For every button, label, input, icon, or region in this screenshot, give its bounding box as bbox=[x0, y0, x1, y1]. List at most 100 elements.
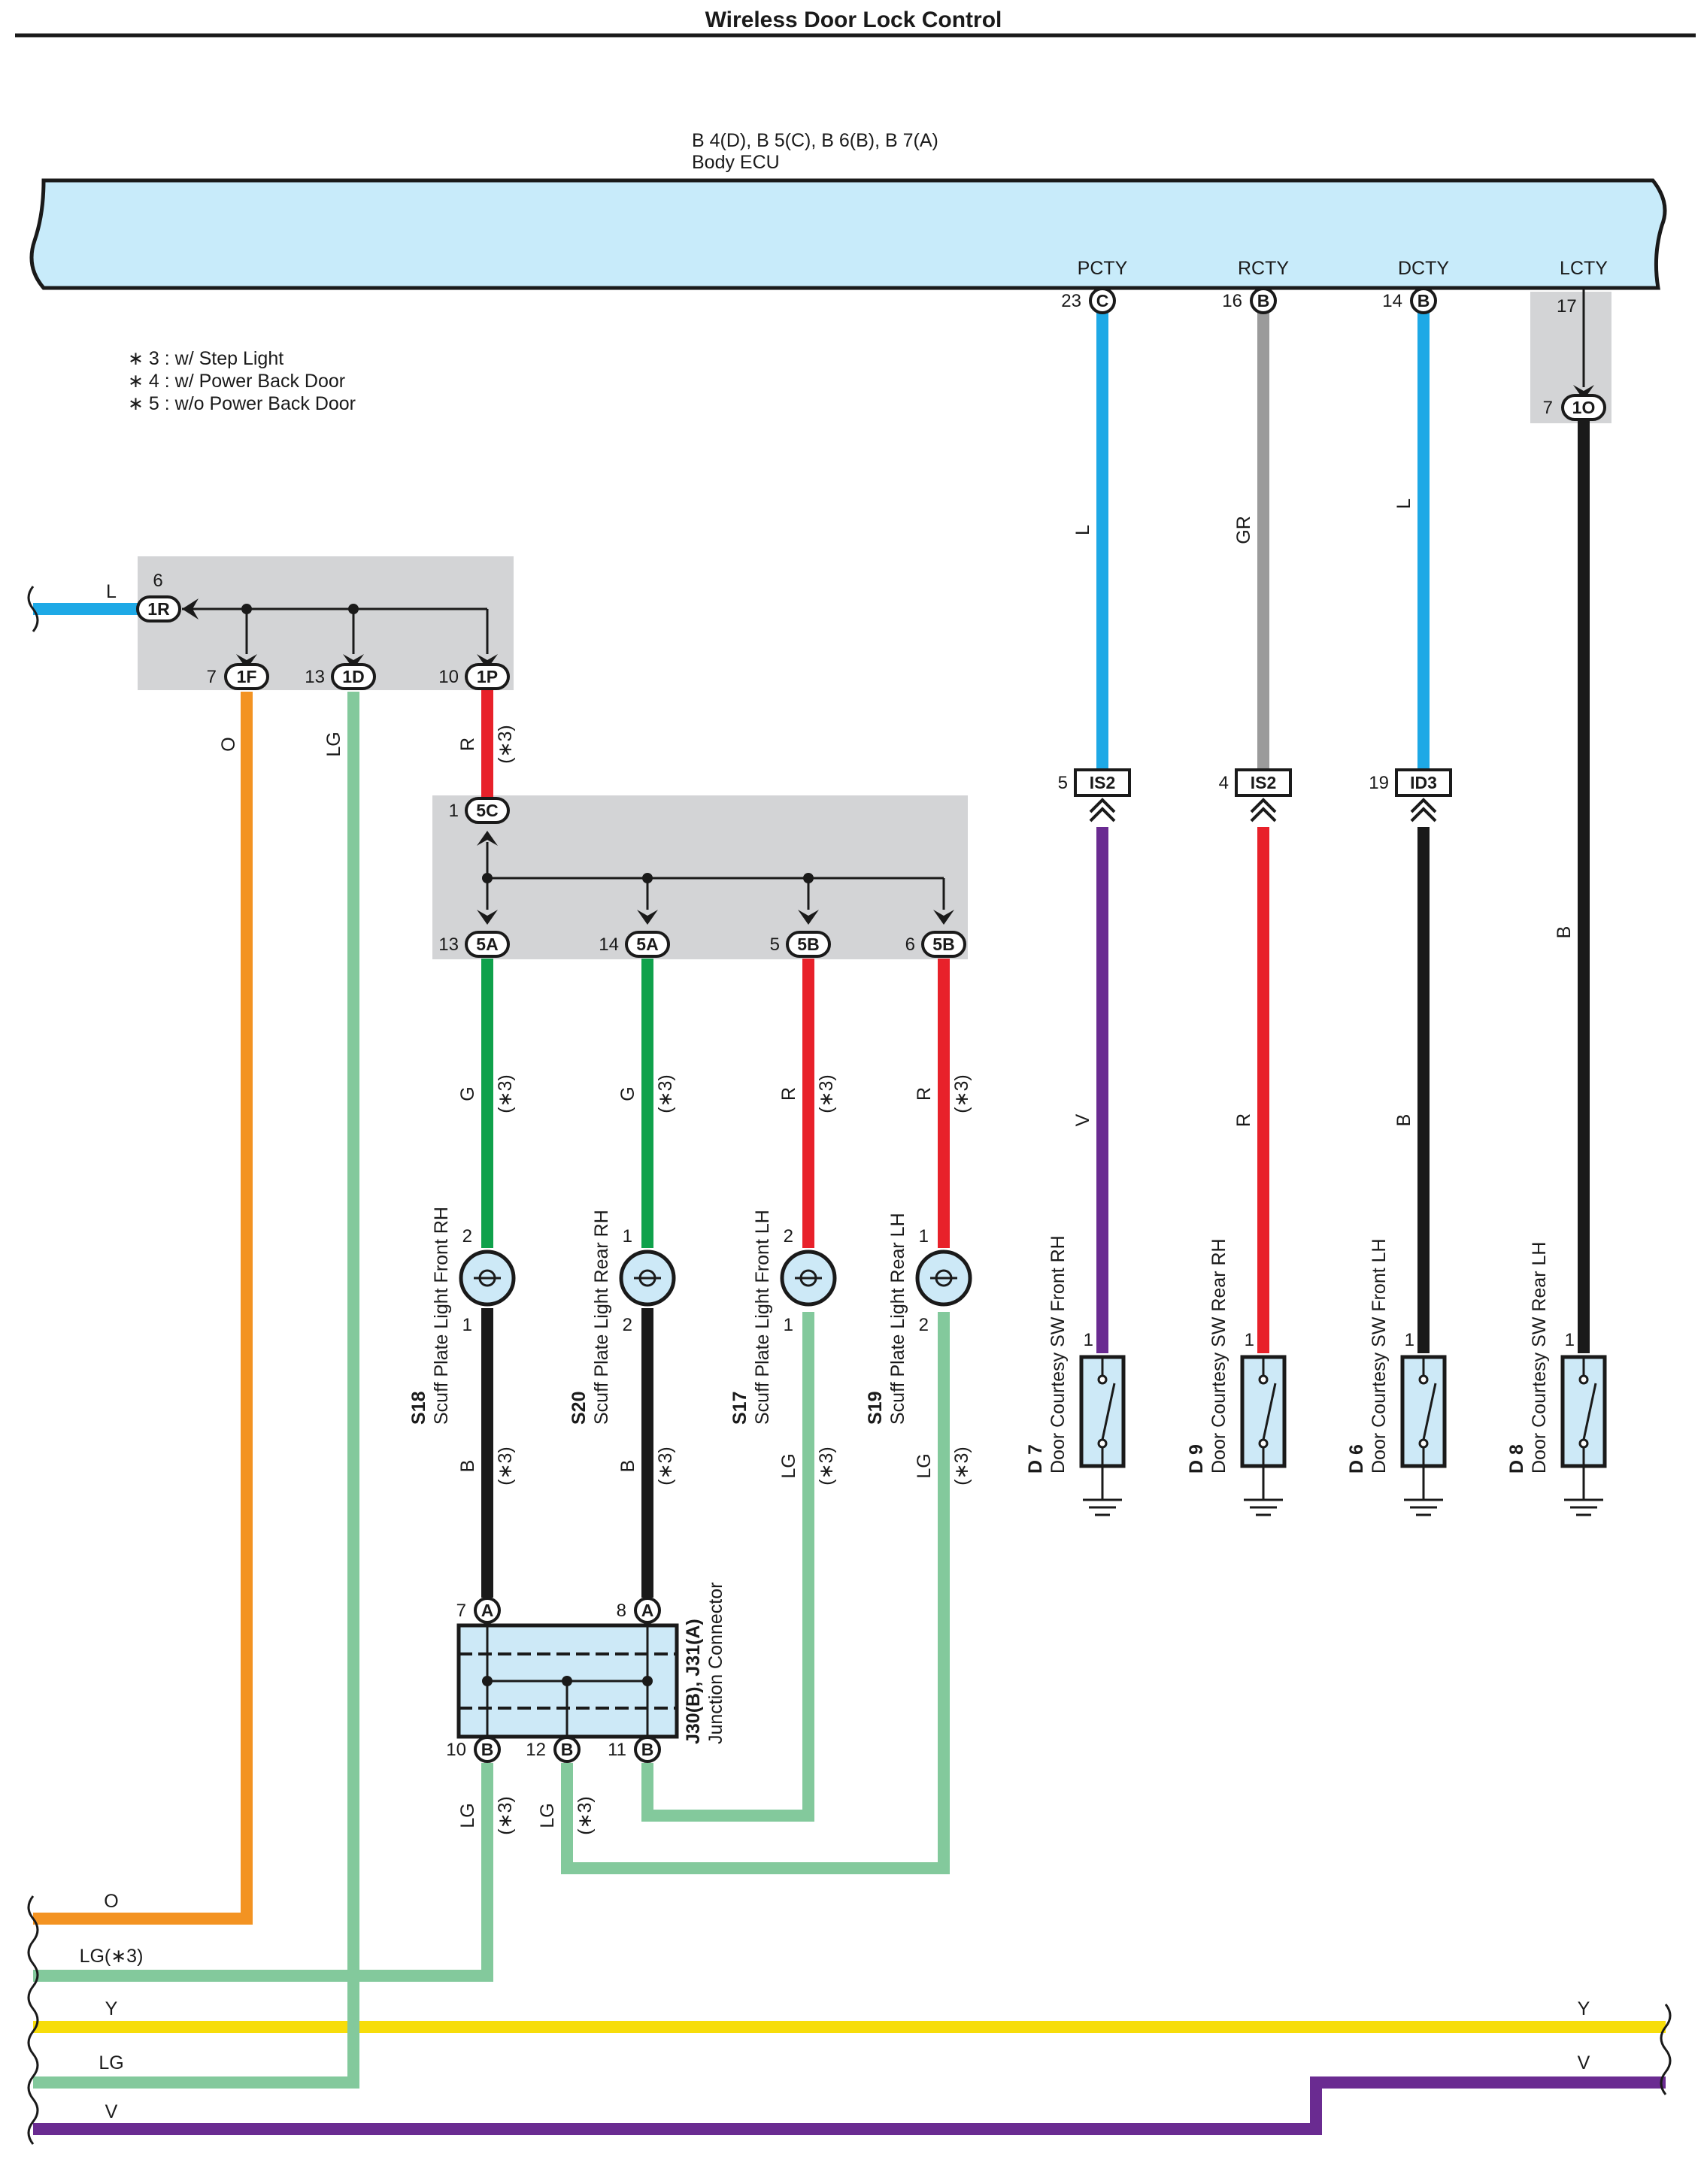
terminal-lcty: LCTY bbox=[1560, 258, 1608, 279]
door-switch-d6-name: Door Courtesy SW Front LH bbox=[1369, 1238, 1390, 1474]
svg-text:A: A bbox=[641, 1601, 654, 1620]
wire-label-lg-j30-12: LG bbox=[537, 1803, 558, 1828]
j31-pin-a-8-number: 8 bbox=[617, 1601, 626, 1621]
svg-text:B: B bbox=[1417, 291, 1430, 310]
harness-break-marks bbox=[27, 586, 1672, 2145]
svg-text:1R: 1R bbox=[147, 599, 170, 619]
wire-lg-j30-11 bbox=[641, 1312, 814, 1822]
wire-label-y-left: Y bbox=[105, 1998, 118, 2019]
connector-5c-pin: 1 bbox=[449, 801, 459, 821]
svg-text:C: C bbox=[1096, 291, 1109, 310]
wire-v-bottom bbox=[705, 2076, 1666, 2135]
door-switch-d9-name: Door Courtesy SW Rear RH bbox=[1208, 1238, 1229, 1474]
door-switch-d7 bbox=[1079, 1355, 1126, 1516]
junction-connector-name: Junction Connector bbox=[705, 1583, 726, 1744]
connector-1r-pin: 6 bbox=[153, 571, 162, 591]
lamp-s20-pin-top: 1 bbox=[623, 1226, 632, 1246]
wire-label-b-s18: B bbox=[457, 1460, 478, 1473]
svg-text:5C: 5C bbox=[476, 801, 498, 820]
wire-label-lg-bottom: LG bbox=[99, 2052, 123, 2073]
junction-2-dots bbox=[477, 831, 954, 925]
lamp-s20-code: S20 bbox=[568, 1392, 590, 1425]
lamp-s20-name: Scuff Plate Light Rear RH bbox=[591, 1210, 612, 1425]
wire-label-y-right: Y bbox=[1578, 1998, 1590, 2019]
svg-text:B: B bbox=[481, 1740, 494, 1759]
j30-pin-b-11-number: 11 bbox=[608, 1740, 626, 1760]
wire-label-v-left: V bbox=[105, 2101, 118, 2122]
wire-label-lg3-bottom: LG(∗3) bbox=[80, 1946, 144, 1967]
lamp-s17-pin-bottom: 1 bbox=[784, 1315, 793, 1335]
ecu-pin-pcty-number: 23 bbox=[1061, 291, 1081, 311]
wire-note-b-s20: (∗3) bbox=[655, 1446, 676, 1486]
wire-label-r-1p: R bbox=[457, 738, 478, 751]
junction-connector-code: J30(B), J31(A) bbox=[683, 1619, 704, 1744]
lamp-s19-name: Scuff Plate Light Rear LH bbox=[887, 1213, 908, 1425]
connector-5b-6: 5B bbox=[921, 931, 966, 958]
connector-is2-d7-pin: 5 bbox=[1058, 773, 1068, 793]
wire-note-b-s18: (∗3) bbox=[495, 1446, 516, 1486]
connector-5b-5: 5B bbox=[786, 931, 831, 958]
door-switch-d9-code: D 9 bbox=[1186, 1444, 1207, 1474]
wire-label-r-s17: R bbox=[778, 1087, 799, 1101]
door-switch-d7-pin: 1 bbox=[1084, 1330, 1093, 1350]
lamp-s19-pin-bottom: 2 bbox=[919, 1315, 929, 1335]
wire-label-o-bottom: O bbox=[104, 1891, 118, 1912]
j31-pin-a-7: A bbox=[474, 1597, 501, 1624]
door-switch-d8 bbox=[1560, 1355, 1607, 1516]
ecu-pin-lcty-number: 17 bbox=[1557, 296, 1577, 317]
j30-pin-b-12: B bbox=[553, 1736, 581, 1763]
j31-pin-a-7-number: 7 bbox=[456, 1601, 466, 1621]
note-no-power-back-door: ∗ 5 : w/o Power Back Door bbox=[128, 393, 356, 414]
lamp-s19-pin-top: 1 bbox=[919, 1226, 929, 1246]
connector-1r: 1R bbox=[136, 595, 181, 622]
connector-1f-pin: 7 bbox=[207, 667, 217, 687]
lamp-s18-pin-top: 2 bbox=[462, 1226, 472, 1246]
junction-block-1 bbox=[138, 556, 514, 690]
wire-lg-1d bbox=[33, 692, 359, 2089]
door-switch-d7-name: Door Courtesy SW Front RH bbox=[1048, 1235, 1069, 1474]
body-ecu-box bbox=[29, 178, 1667, 290]
terminal-dcty: DCTY bbox=[1398, 258, 1449, 279]
connector-1o-pin: 7 bbox=[1543, 398, 1553, 418]
svg-text:1O: 1O bbox=[1572, 398, 1596, 417]
connector-5b-6-pin: 6 bbox=[905, 934, 915, 955]
svg-text:5B: 5B bbox=[932, 934, 954, 954]
wire-note-r-1p: (∗3) bbox=[495, 725, 516, 764]
svg-text:5A: 5A bbox=[476, 934, 498, 954]
svg-text:5B: 5B bbox=[797, 934, 819, 954]
wire-note-g-s20: (∗3) bbox=[655, 1074, 676, 1113]
wire-label-r-s19: R bbox=[914, 1087, 935, 1101]
door-switch-d8-code: D 8 bbox=[1506, 1444, 1527, 1474]
junction-1-bus bbox=[182, 607, 489, 654]
connector-1o: 1O bbox=[1561, 394, 1606, 421]
lamp-s17-name: Scuff Plate Light Front LH bbox=[752, 1210, 773, 1425]
wire-lg-j30-12 bbox=[561, 1312, 950, 1874]
lamp-s20-pin-bottom: 2 bbox=[623, 1315, 632, 1335]
lamp-s20 bbox=[619, 1250, 676, 1307]
wire-note-r-s19: (∗3) bbox=[951, 1074, 972, 1113]
door-switch-d7-code: D 7 bbox=[1025, 1444, 1046, 1474]
lamp-s19 bbox=[915, 1250, 972, 1307]
connector-5a-13-pin: 13 bbox=[438, 934, 459, 955]
ecu-pin-rcty-number: 16 bbox=[1222, 291, 1242, 311]
j30-pin-b-11: B bbox=[634, 1736, 661, 1763]
door-switch-d9 bbox=[1240, 1355, 1287, 1516]
connector-5c: 5C bbox=[465, 797, 510, 824]
lamp-s17 bbox=[780, 1250, 837, 1307]
wire-note-lg-s17: (∗3) bbox=[816, 1446, 837, 1486]
j31-pin-a-8: A bbox=[634, 1597, 661, 1624]
wire-note-lg-j30-10: (∗3) bbox=[495, 1796, 516, 1835]
connector-id3-d6: ID3 bbox=[1395, 768, 1452, 822]
wire-label-b-d6: B bbox=[1393, 1114, 1414, 1127]
wire-label-lg-s19: LG bbox=[914, 1453, 935, 1478]
lamp-s18-pin-bottom: 1 bbox=[462, 1315, 472, 1335]
wire-label-v-right: V bbox=[1578, 2052, 1590, 2073]
j30-pin-b-10: B bbox=[474, 1736, 501, 1763]
lamp-s17-pin-top: 2 bbox=[784, 1226, 793, 1246]
wire-note-lg-s19: (∗3) bbox=[951, 1446, 972, 1486]
svg-text:B: B bbox=[641, 1740, 654, 1759]
connector-1f: 1F bbox=[224, 663, 269, 690]
junction-1-dots bbox=[182, 598, 498, 669]
wire-note-lg-j30-12: (∗3) bbox=[575, 1796, 596, 1835]
